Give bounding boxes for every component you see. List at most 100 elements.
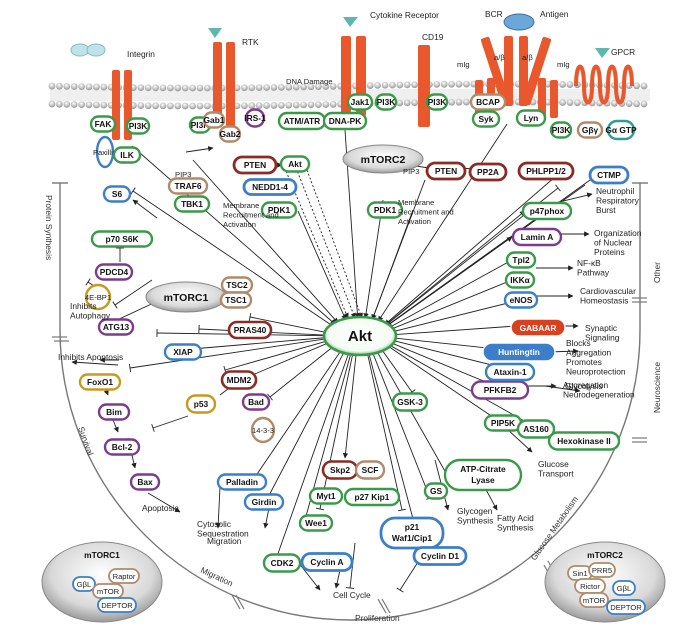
node-label: ATM/ATR [284, 116, 320, 126]
g-gtp-node[interactable]: Gα GTP [605, 119, 637, 141]
node-label: Huntingtin [498, 347, 540, 357]
node-shape [103, 438, 141, 456]
pten-node[interactable]: PTEN [425, 161, 467, 181]
mtor-node[interactable]: mTOR [92, 583, 124, 599]
cyclin-a-node[interactable]: Cyclin A [300, 552, 354, 572]
hexokinase-ii-node[interactable]: Hexokinase II [547, 431, 621, 451]
bcap-node[interactable]: BCAP [469, 93, 507, 111]
as160-node[interactable]: AS160 [516, 419, 556, 439]
huntingtin-node[interactable]: Huntingtin [482, 342, 556, 362]
ikk-node[interactable]: IKKα [504, 271, 536, 289]
ilk-node[interactable]: ILK [112, 146, 142, 164]
cytokine-ligand-icon [343, 17, 358, 27]
pi3k-node[interactable]: PI3K [125, 117, 151, 135]
ctmp-node[interactable]: CTMP [588, 165, 630, 185]
14-3-3-node[interactable]: 14-3-3 [250, 416, 276, 444]
gpcr-label: GPCR [611, 47, 635, 57]
gab2-node[interactable]: Gab2 [218, 125, 242, 143]
deptor-node[interactable]: DEPTOR [97, 597, 137, 613]
bcl-2-node[interactable]: Bcl-2 [103, 438, 141, 456]
lyn-node[interactable]: Lyn [515, 109, 547, 127]
foxo1-node[interactable]: FoxO1 [78, 373, 122, 391]
g-l-node[interactable]: GβL [72, 576, 96, 592]
bax-node[interactable]: Bax [129, 473, 161, 491]
pfkfb2-node[interactable]: PFKFB2 [470, 380, 530, 400]
bad-node[interactable]: Bad [241, 393, 271, 411]
tbk1-node[interactable]: TBK1 [173, 195, 211, 213]
s6-node[interactable]: S6 [102, 185, 132, 203]
traf6-node[interactable]: TRAF6 [167, 177, 209, 195]
pi3k-node[interactable]: PI3K [425, 93, 449, 111]
nedd1-4-node[interactable]: NEDD1-4 [242, 178, 298, 196]
activation-edge [112, 419, 119, 433]
pdk1-node[interactable]: PDK1 [366, 201, 404, 219]
xiap-node[interactable]: XIAP [163, 343, 203, 361]
scf-node[interactable]: SCF [354, 460, 386, 480]
cdk2-node[interactable]: CDK2 [262, 553, 302, 573]
irs-1-node[interactable]: IRS-1 [244, 108, 266, 128]
pdk1-node[interactable]: PDK1 [260, 201, 298, 219]
myt1-node[interactable]: Myt1 [308, 487, 344, 505]
p27-kip1-node[interactable]: p27 Kip1 [343, 487, 401, 507]
paxillin-node[interactable]: Paxillin [93, 135, 117, 169]
wee1-node[interactable]: Wee1 [298, 514, 334, 532]
node-label: Lyase [471, 475, 495, 485]
g-l-node[interactable]: GβL [612, 580, 636, 596]
cyclin-d1-node[interactable]: Cyclin D1 [412, 546, 468, 566]
p70-s6k-node[interactable]: p70 S6K [90, 230, 154, 248]
integrin-ligand-icon [86, 43, 106, 57]
tpl2-node[interactable]: Tpl2 [505, 251, 537, 269]
pten-node[interactable]: PTEN [232, 155, 278, 175]
mtor-node[interactable]: mTOR [579, 592, 609, 608]
gab1-node[interactable]: Gab1 [202, 111, 226, 129]
jak1-node[interactable]: Jak1 [346, 93, 374, 111]
akt-node[interactable]: Akt [279, 155, 311, 173]
pp2a-node[interactable]: PP2A [468, 162, 508, 182]
rictor-node[interactable]: Rictor [574, 578, 606, 594]
g-node[interactable]: Gβγ [576, 121, 604, 139]
p53-node[interactable]: p53 [185, 394, 217, 414]
gabaar-node[interactable]: GABAAR [510, 318, 566, 337]
mtorc2-node[interactable]: mTORC2 [342, 144, 424, 174]
mtorc1-node[interactable]: mTORC1 [145, 281, 227, 313]
enos-node[interactable]: eNOS [503, 291, 539, 309]
atm-atr-node[interactable]: ATM/ATR [277, 111, 327, 131]
skp2-node[interactable]: Skp2 [321, 460, 359, 480]
raptor-node[interactable]: Raptor [108, 568, 140, 584]
mdm2-node[interactable]: MDM2 [220, 370, 258, 390]
dna-pk-node[interactable]: DNA-PK [322, 111, 368, 131]
p47phox-node[interactable]: p47phox [521, 201, 573, 221]
lipid-head [174, 84, 182, 92]
phlpp1-2-node[interactable]: PHLPP1/2 [517, 161, 575, 181]
syk-node[interactable]: Syk [471, 110, 501, 128]
gsk-3-node[interactable]: GSK-3 [391, 392, 429, 412]
ataxin-1-node[interactable]: Ataxin-1 [484, 362, 536, 382]
pi3k-node[interactable]: PI3K [549, 121, 573, 139]
pip5k-node[interactable]: PIP5K [483, 414, 523, 432]
lamin-a-node[interactable]: Lamin A [511, 227, 563, 247]
node-label: PTEN [244, 160, 266, 170]
tsc2-node[interactable]: TSC2 [220, 276, 254, 294]
activation-edge [215, 486, 221, 529]
bim-node[interactable]: Bim [97, 403, 131, 421]
akt-hub-node[interactable]: Akt [322, 315, 398, 357]
deptor-node[interactable]: DEPTOR [606, 599, 646, 615]
node-label: GSK-3 [397, 397, 423, 407]
pras40-node[interactable]: PRAS40 [227, 320, 273, 340]
tsc1-node[interactable]: TSC1 [219, 291, 253, 309]
prr5-node[interactable]: PRR5 [588, 562, 616, 578]
fak-node[interactable]: FAK [89, 115, 117, 133]
atg13-node[interactable]: ATG13 [97, 318, 135, 336]
pi3k-node[interactable]: PI3K [374, 93, 398, 111]
inhibits-apoptosis-label: Inhibits Apoptosis [58, 352, 123, 362]
gs-node[interactable]: GS [423, 482, 449, 500]
palladin-node[interactable]: Palladin [216, 473, 268, 491]
rtk-label: RTK [242, 37, 259, 47]
pdcd4-node[interactable]: PDCD4 [94, 263, 134, 281]
4e-bp1-node[interactable]: 4E-BP1 [84, 283, 112, 311]
lipid-head [241, 102, 248, 110]
girdin-node[interactable]: Girdin [243, 493, 285, 511]
